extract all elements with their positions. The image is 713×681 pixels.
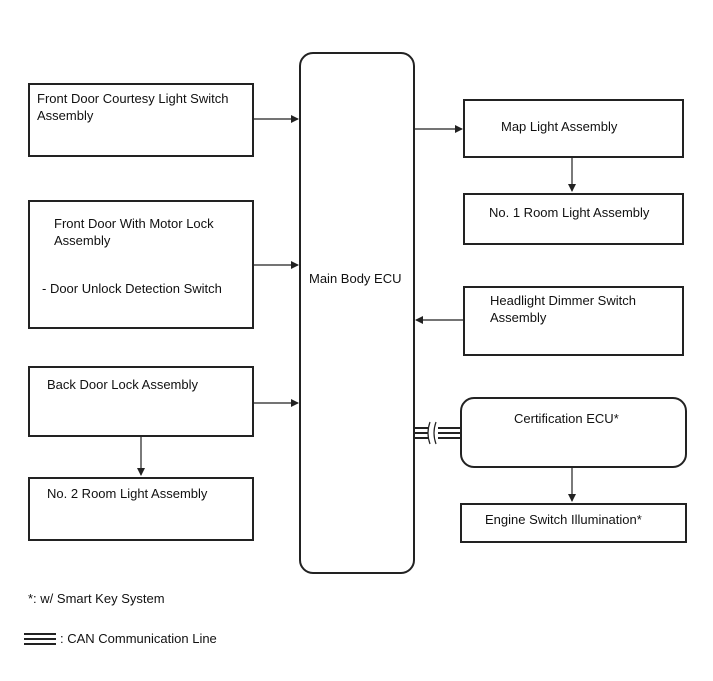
dimmer-switch-line1: Headlight Dimmer Switch: [490, 293, 636, 308]
map-light-block: Map Light Assembly: [463, 99, 684, 158]
front-door-courtesy-switch-block: Front Door Courtesy Light Switch Assembl…: [28, 83, 254, 157]
certification-ecu-block: Certification ECU*: [460, 397, 687, 468]
can-line-legend-label: : CAN Communication Line: [60, 631, 217, 646]
no2-room-light-block: No. 2 Room Light Assembly: [28, 477, 254, 541]
motor-lock-line1: Front Door With Motor Lock: [54, 216, 214, 231]
front-door-motor-lock-block: Front Door With Motor Lock Assembly - Do…: [28, 200, 254, 329]
certification-ecu-label: Certification ECU*: [514, 411, 619, 426]
motor-lock-line2: Assembly: [54, 233, 111, 248]
courtesy-switch-line1: Front Door Courtesy Light Switch: [37, 91, 229, 106]
smart-key-footnote: *: w/ Smart Key System: [28, 591, 165, 606]
dimmer-switch-line2: Assembly: [490, 310, 547, 325]
main-body-ecu-block: Main Body ECU: [299, 52, 415, 574]
map-light-label: Map Light Assembly: [501, 119, 618, 134]
engine-switch-label: Engine Switch Illumination*: [485, 512, 642, 527]
courtesy-switch-line2: Assembly: [37, 108, 94, 123]
no1-room-light-label: No. 1 Room Light Assembly: [489, 205, 650, 220]
no1-room-light-block: No. 1 Room Light Assembly: [463, 193, 684, 245]
back-door-lock-block: Back Door Lock Assembly: [28, 366, 254, 437]
can-line-ecu-to-certification: [414, 421, 461, 445]
no2-room-light-label: No. 2 Room Light Assembly: [47, 486, 208, 501]
back-door-lock-label: Back Door Lock Assembly: [47, 377, 199, 392]
engine-switch-illumination-block: Engine Switch Illumination*: [460, 503, 687, 543]
door-unlock-detection-switch: - Door Unlock Detection Switch: [42, 281, 222, 296]
main-body-ecu-label: Main Body ECU: [309, 271, 402, 286]
can-line-legend-symbol: [24, 633, 56, 645]
headlight-dimmer-switch-block: Headlight Dimmer Switch Assembly: [463, 286, 684, 356]
